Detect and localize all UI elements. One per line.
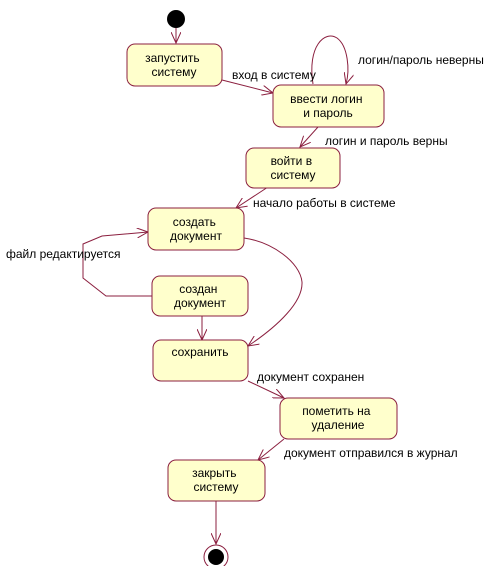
state-close-system: закрыть систему: [167, 459, 266, 502]
svg-text:запустить систему: запустить систему: [145, 51, 203, 79]
state-enter-credentials-line-2: и пароль: [303, 106, 353, 120]
state-save: сохранить: [152, 339, 249, 382]
state-enter-credentials: ввести логин и пароль: [272, 84, 385, 128]
state-create-document-line-1: создать: [173, 215, 216, 229]
label-document-journaled: документ отправился в журнал: [284, 446, 458, 460]
state-start-system-line-2: систему: [151, 65, 196, 79]
label-file-edited: файл редактируется: [6, 247, 120, 261]
edge-login-to-create-document: [236, 186, 269, 208]
state-create-document-line-2: документ: [170, 229, 222, 243]
edge-document-created-to-create-document: [82, 232, 152, 297]
label-credentials-invalid: логин/пароль неверны: [358, 53, 484, 67]
edge-save-to-mark-for-deletion: [247, 380, 284, 398]
state-save-line-1: сохранить: [171, 345, 228, 359]
svg-text:войти в систему: войти в систему: [270, 154, 315, 182]
state-start-system: запустить систему: [126, 43, 223, 87]
edge-create-document-to-save: [243, 237, 303, 346]
state-mark-for-deletion: пометить на удаление: [279, 397, 398, 440]
state-mark-for-deletion-line-2: удаление: [312, 418, 365, 432]
state-document-created-line-2: документ: [174, 296, 226, 310]
svg-text:создан документ: создан документ: [174, 282, 226, 310]
svg-text:создать документ: создать документ: [170, 215, 222, 243]
edge-self-loop-credentials-invalid: [311, 35, 348, 84]
label-credentials-valid: логин и пароль верны: [325, 134, 448, 148]
svg-text:пометить на удаление: пометить на удаление: [302, 404, 374, 432]
state-close-system-line-2: систему: [193, 480, 238, 494]
svg-text:сохранить: сохранить: [171, 345, 228, 359]
initial-node: [167, 10, 185, 28]
state-close-system-line-1: закрыть: [192, 466, 236, 480]
final-node: [203, 544, 229, 566]
svg-text:ввести логин и пароль: ввести логин и пароль: [290, 92, 366, 120]
state-login: войти в систему: [245, 147, 341, 189]
state-login-line-2: систему: [270, 168, 315, 182]
edge-mark-for-deletion-to-close-system: [258, 438, 285, 460]
edge-enter-credentials-to-login: [300, 126, 319, 147]
state-enter-credentials-line-1: ввести логин: [290, 92, 362, 106]
state-start-system-line-1: запустить: [145, 51, 200, 65]
svg-text:закрыть систему: закрыть систему: [192, 466, 240, 494]
label-document-saved: документ сохранен: [257, 370, 364, 384]
label-work-started: начало работы в системе: [253, 196, 396, 210]
state-create-document: создать документ: [147, 207, 245, 251]
state-document-created-line-1: создан: [179, 282, 217, 296]
label-system-login: вход в систему: [232, 68, 316, 82]
edge-start-system-to-enter-credentials: [221, 79, 273, 93]
state-mark-for-deletion-line-1: пометить на: [302, 404, 371, 418]
state-document-created: создан документ: [151, 275, 249, 317]
state-login-line-1: войти в: [271, 154, 313, 168]
